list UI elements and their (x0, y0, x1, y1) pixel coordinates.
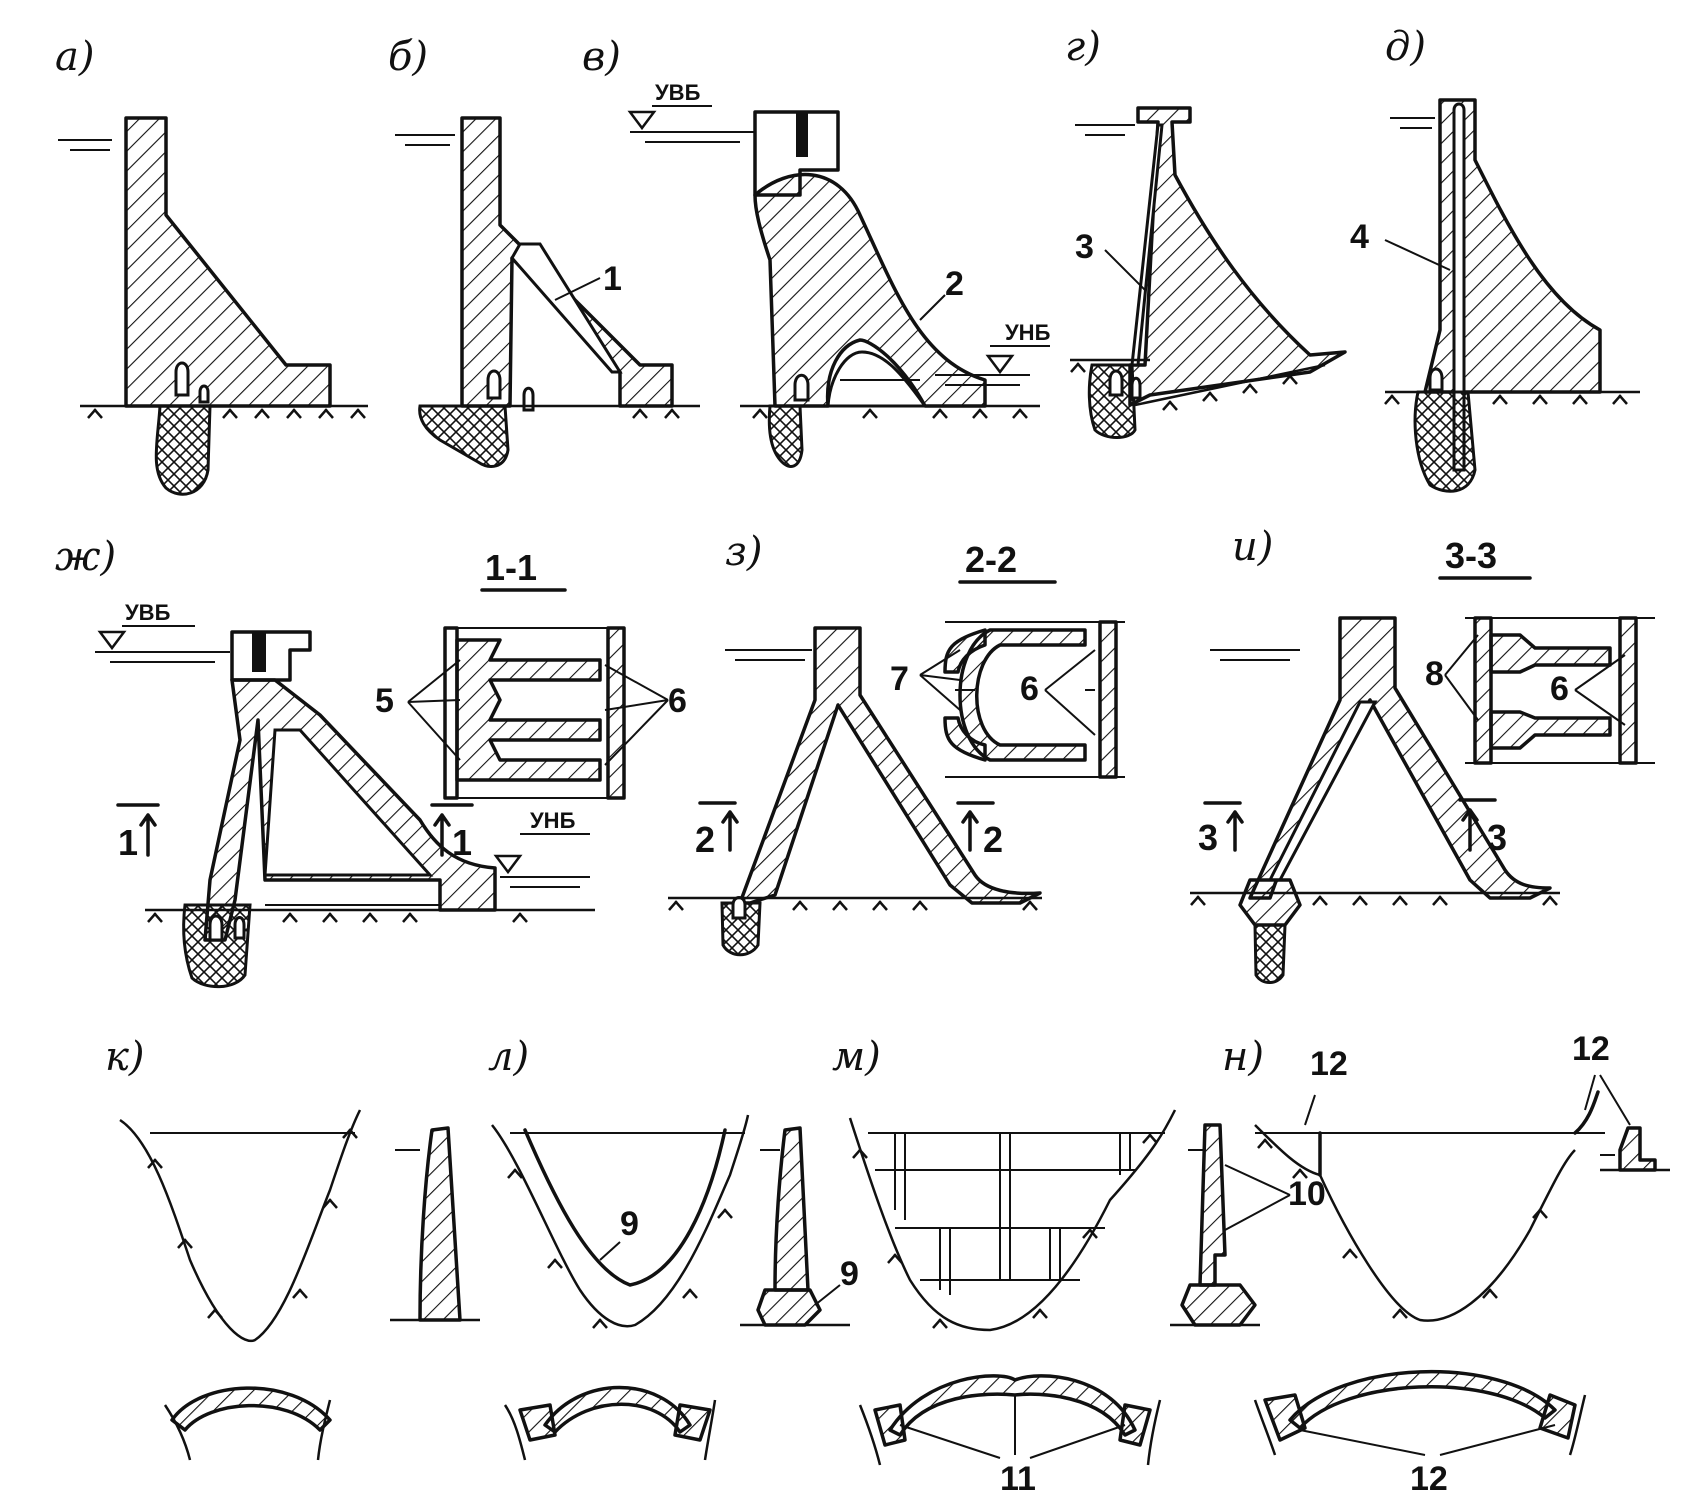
lower-water-level-label: УНБ (1005, 320, 1051, 345)
lower-water-level-label-zh: УНБ (530, 808, 576, 833)
section-title-2-2: 2-2 (965, 539, 1017, 580)
panel-label-a: а) (55, 34, 94, 80)
panel-k-arch-dam: к) (105, 1034, 480, 1461)
callout-12-left: 12 (1310, 1045, 1348, 1083)
panel-zh-buttress-massive-dam: ж) УВБ УНБ 1 1 1-1 (55, 534, 687, 989)
panel-d-dam-with-drainage-screen: д) 4 (1350, 24, 1640, 493)
panel-m-arch-dam-cut-into-sections: м) 10 11 (832, 1034, 1326, 1498)
panel-n-arch-dam-with-abutments: н) 12 12 12 (1222, 1030, 1670, 1498)
panel-v-hollow-gravity-dam: в) УВБ УНБ 2 (582, 34, 1051, 468)
panel-label-g: г) (1065, 24, 1101, 70)
panel-label-k: к) (105, 1034, 145, 1080)
grout-curtain (154, 404, 212, 496)
section-mark-1-right: 1 (452, 822, 472, 863)
section-mark-1-left: 1 (118, 822, 138, 863)
callout-11: 11 (1000, 1460, 1036, 1498)
section-mark-2-right: 2 (983, 819, 1003, 860)
callout-12-bottom: 12 (1410, 1460, 1448, 1498)
upper-water-level-label-zh: УВБ (125, 600, 171, 625)
gallery (174, 361, 190, 397)
section-mark-2-left: 2 (695, 819, 715, 860)
panel-g-dam-with-expanded-joint: г) 3 (1065, 24, 1347, 439)
callout-5: 5 (375, 682, 394, 720)
panel-b-gravity-dam-with-cavity: б) 1 (388, 34, 700, 468)
panel-label-d: д) (1385, 24, 1426, 70)
callout-6-zh: 6 (668, 682, 687, 720)
callout-7: 7 (890, 660, 909, 698)
panel-i-buttress-dam-hollow: и) 3 3 3-3 8 6 (1189, 524, 1655, 984)
panel-label-m: м) (832, 1034, 881, 1080)
callout-12-right: 12 (1572, 1030, 1610, 1068)
panel-label-zh: ж) (55, 534, 116, 580)
panel-a-gravity-dam: а) (55, 34, 368, 496)
dam-body (1423, 98, 1602, 394)
callout-6-z: 6 (1020, 670, 1039, 708)
panel-label-z: з) (725, 529, 762, 575)
dam-body (124, 116, 332, 408)
callout-9-section: 9 (840, 1255, 859, 1293)
callout-1: 1 (603, 260, 622, 298)
dam-body (1128, 106, 1347, 407)
callout-10: 10 (1288, 1175, 1326, 1213)
section-title-3-3: 3-3 (1445, 535, 1497, 576)
callout-6-i: 6 (1550, 670, 1569, 708)
panel-label-i: и) (1232, 524, 1273, 570)
dam-body (460, 116, 674, 408)
section-mark-3-right: 3 (1487, 817, 1507, 858)
panel-label-b: б) (388, 34, 428, 80)
panel-z-buttress-dam: з) 2 2 2-2 7 6 (667, 529, 1125, 957)
callout-8: 8 (1425, 655, 1444, 693)
grout-curtain (418, 404, 510, 468)
upper-water-level-label: УВБ (655, 80, 701, 105)
panel-label-n: н) (1222, 1034, 1264, 1080)
panel-l-arch-dam-with-perimeter-joint: л) 9 9 (488, 1034, 859, 1461)
section-title-1-1: 1-1 (485, 547, 537, 588)
callout-4: 4 (1350, 218, 1369, 256)
panel-label-l: л) (488, 1034, 529, 1080)
callout-2: 2 (945, 265, 964, 303)
buttress-body (738, 626, 1042, 905)
panel-label-v: в) (582, 34, 621, 80)
callout-9-plan: 9 (620, 1205, 639, 1243)
section-mark-3-left: 3 (1198, 817, 1218, 858)
callout-3: 3 (1075, 228, 1094, 266)
